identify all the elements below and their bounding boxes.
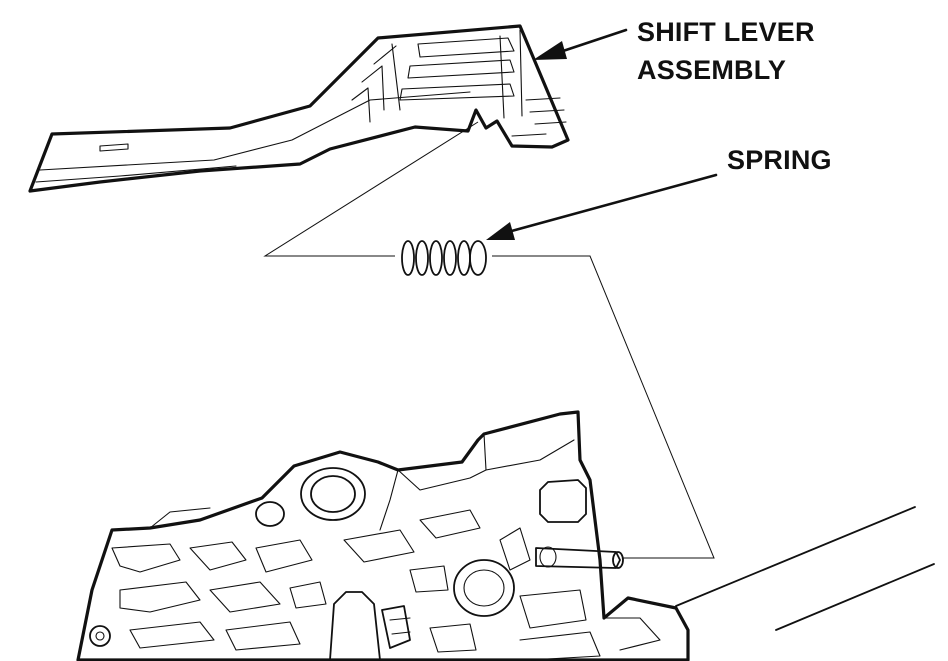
case-edge-lines — [675, 506, 935, 631]
spring-leader-arrow — [486, 173, 718, 240]
shift-lever-assembly — [28, 24, 570, 193]
spring — [401, 240, 487, 276]
alignment-lines — [263, 121, 715, 559]
transmission-housing — [76, 410, 690, 661]
spring-label: SPRING — [727, 145, 832, 175]
shift-lever-label-line1: SHIFT LEVER — [637, 17, 815, 47]
shift-lever-leader-arrow — [533, 28, 628, 60]
shift-lever-label-line2: ASSEMBLY — [637, 55, 787, 85]
